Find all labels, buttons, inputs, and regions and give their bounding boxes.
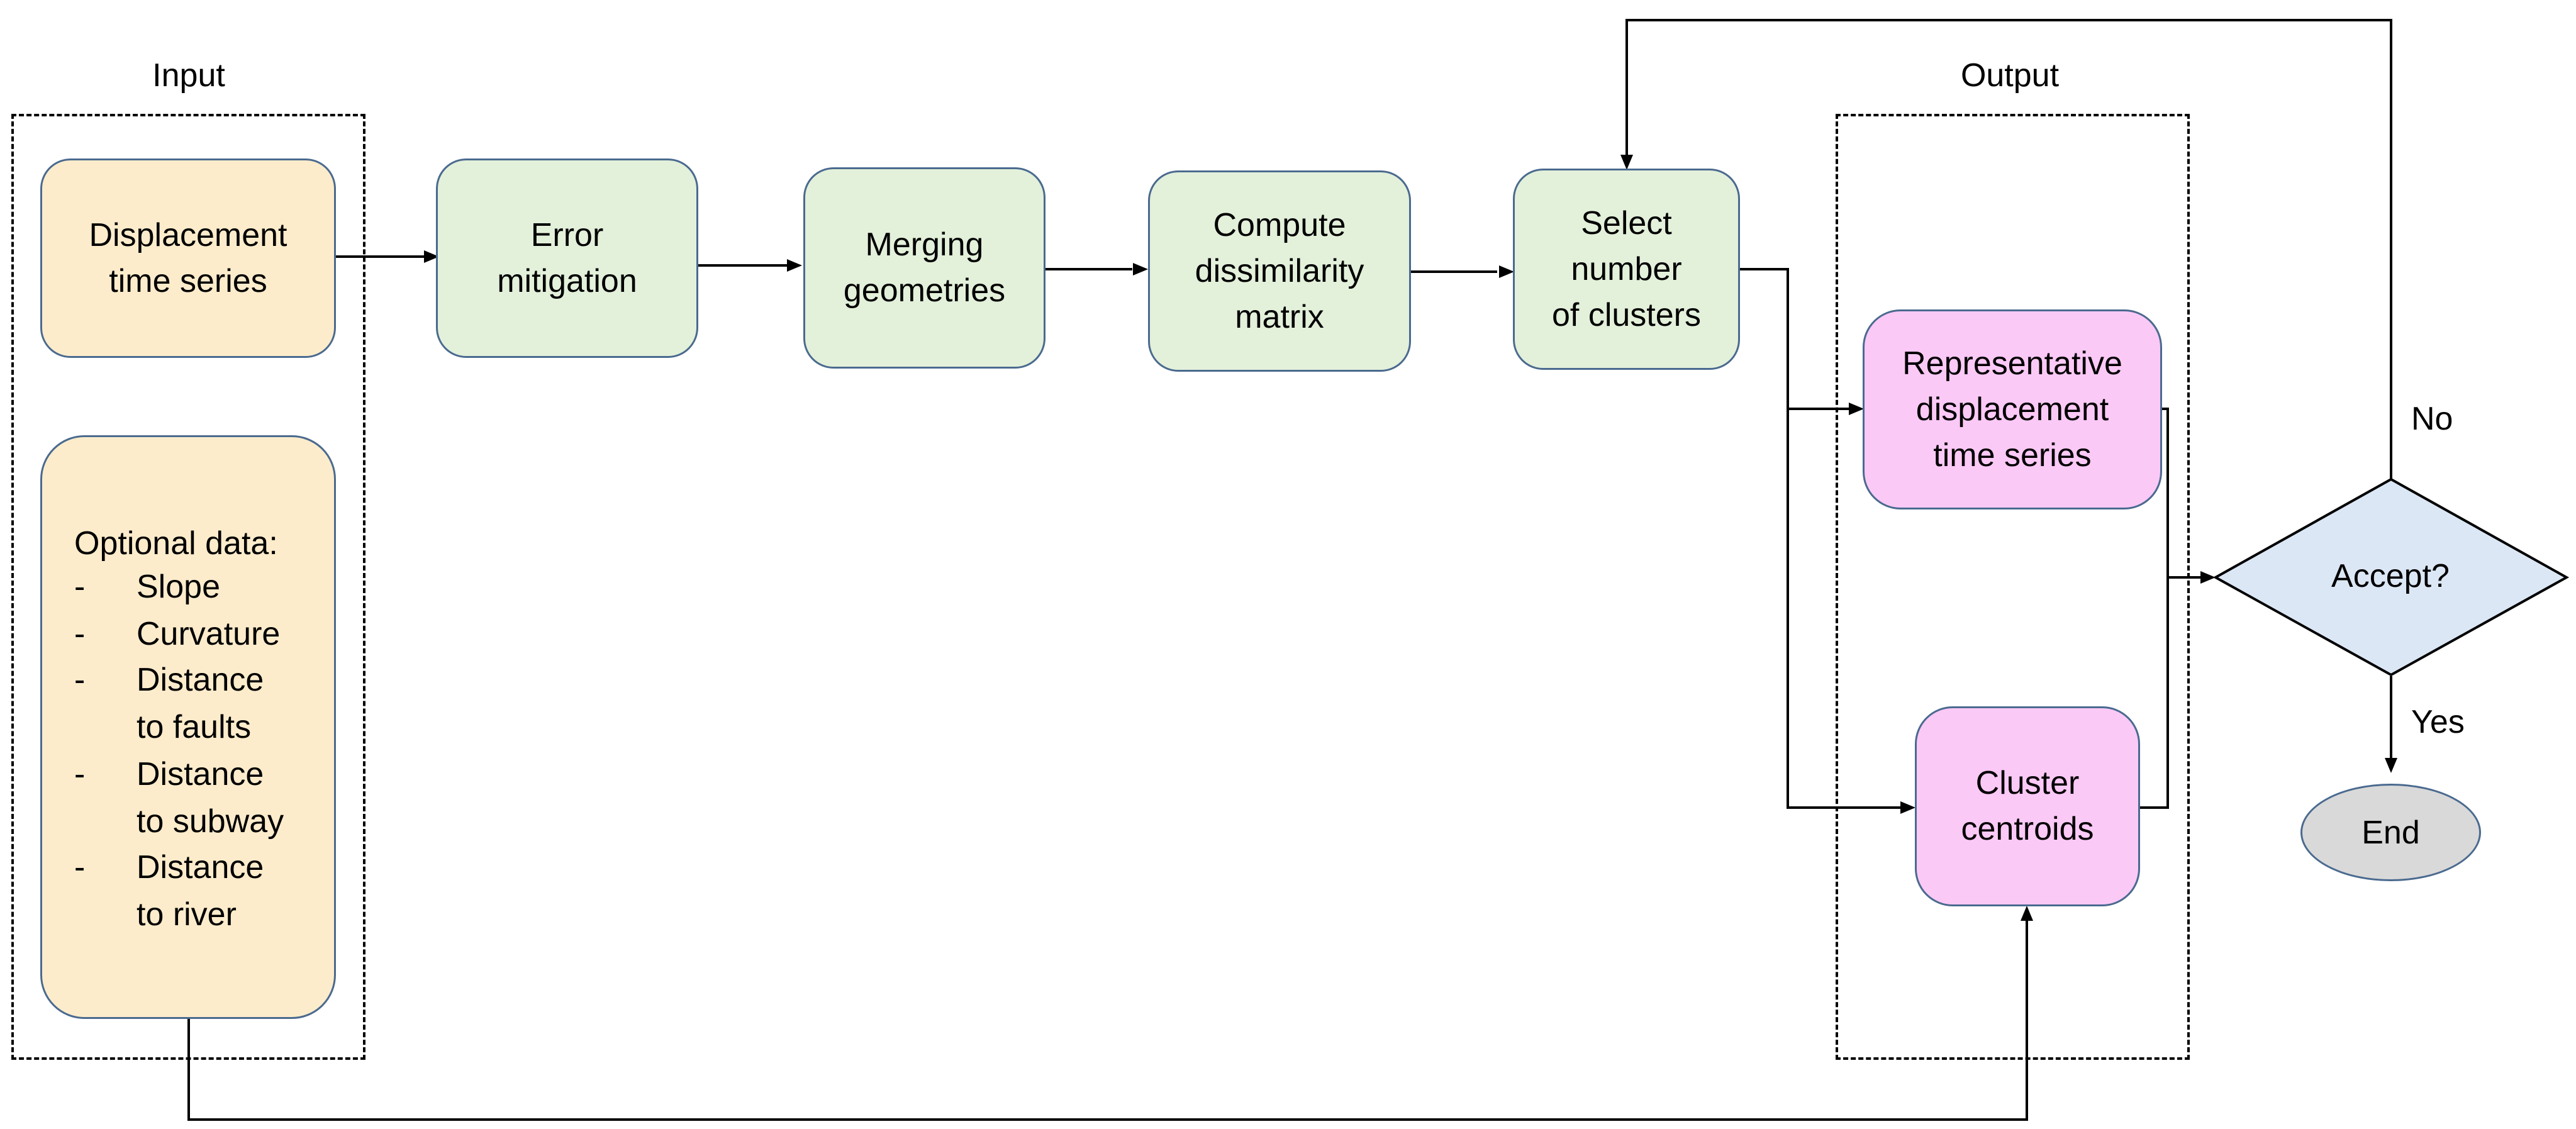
cluster-centroids-node: Cluster centroids <box>1915 706 2140 906</box>
bullet-dash: - <box>74 849 86 886</box>
node-line: Select <box>1581 204 1672 242</box>
representative-displacement-node: Representative displacement time series <box>1863 309 2162 509</box>
node-line: centroids <box>1961 811 2094 847</box>
bullet-dash: - <box>74 616 86 652</box>
displacement-time-series-node: Displacement time series <box>40 159 336 358</box>
optional-item-slope: Slope <box>137 569 220 605</box>
arrowhead <box>2021 906 2033 921</box>
arrow-no-loop <box>1625 19 2392 479</box>
input-group-label: Input <box>152 57 225 94</box>
node-line: Error <box>530 216 604 253</box>
optional-item-distance-river-line2: to river <box>137 896 237 933</box>
arrow-centroids-to-accept <box>2140 577 2169 809</box>
output-group-label: Output <box>1960 57 2060 94</box>
arrowhead <box>1499 265 1514 278</box>
node-line: mitigation <box>497 262 637 299</box>
arrow-select-to-representative <box>1740 268 1849 410</box>
error-mitigation-node: Error mitigation <box>436 159 698 358</box>
arrowhead <box>424 250 439 263</box>
yes-branch-label: Yes <box>2411 704 2465 740</box>
node-line: Representative <box>1902 345 2122 382</box>
select-number-of-clusters-node: Select number of clusters <box>1513 169 1740 370</box>
bullet-dash: - <box>74 756 86 793</box>
node-line: Cluster <box>1975 765 2080 801</box>
optional-item-curvature: Curvature <box>137 616 281 652</box>
node-line: Compute <box>1213 206 1346 243</box>
bullet-dash: - <box>74 662 86 698</box>
node-line: Merging <box>865 226 984 263</box>
node-line: displacement <box>1915 391 2109 428</box>
optional-item-distance-subway: Distance <box>137 756 264 793</box>
node-line: time series <box>109 262 267 299</box>
optional-item-distance-faults: Distance <box>137 662 264 698</box>
accept-decision-label: Accept? <box>2331 558 2450 594</box>
node-line: dissimilarity <box>1195 252 1364 289</box>
arrowhead <box>1133 263 1148 275</box>
node-line: geometries <box>843 272 1006 309</box>
arrowhead <box>2385 758 2397 773</box>
arrowhead <box>2200 571 2216 584</box>
bullet-dash: - <box>74 569 86 605</box>
output-group-frame <box>1836 114 2190 1060</box>
arrowhead <box>1849 403 1864 415</box>
optional-item-distance-river: Distance <box>137 849 264 886</box>
node-line: time series <box>1933 437 2092 474</box>
node-line: number <box>1571 250 1682 287</box>
arrow-optional-to-centroids <box>187 918 2028 1121</box>
optional-item-distance-subway-line2: to subway <box>137 803 284 840</box>
compute-dissimilarity-matrix-node: Compute dissimilarity matrix <box>1148 170 1411 372</box>
end-node: End <box>2300 784 2481 881</box>
optional-data-node <box>40 435 336 1019</box>
input-group-frame <box>11 114 365 1060</box>
node-line: matrix <box>1235 298 1324 335</box>
arrowhead <box>787 259 802 272</box>
merging-geometries-node: Merging geometries <box>803 167 1045 369</box>
accept-decision-shape <box>2212 477 2570 677</box>
arrowhead <box>1620 155 1633 170</box>
arrow-select-to-centroids <box>1787 409 1903 809</box>
node-line: of clusters <box>1552 296 1701 333</box>
node-line: Displacement <box>89 216 287 253</box>
arrowhead <box>1900 801 1915 814</box>
optional-data-title: Optional data: <box>74 525 278 562</box>
no-branch-label: No <box>2411 401 2453 437</box>
arrow-representative-to-accept <box>2162 408 2202 579</box>
optional-item-distance-faults-line2: to faults <box>137 709 252 745</box>
